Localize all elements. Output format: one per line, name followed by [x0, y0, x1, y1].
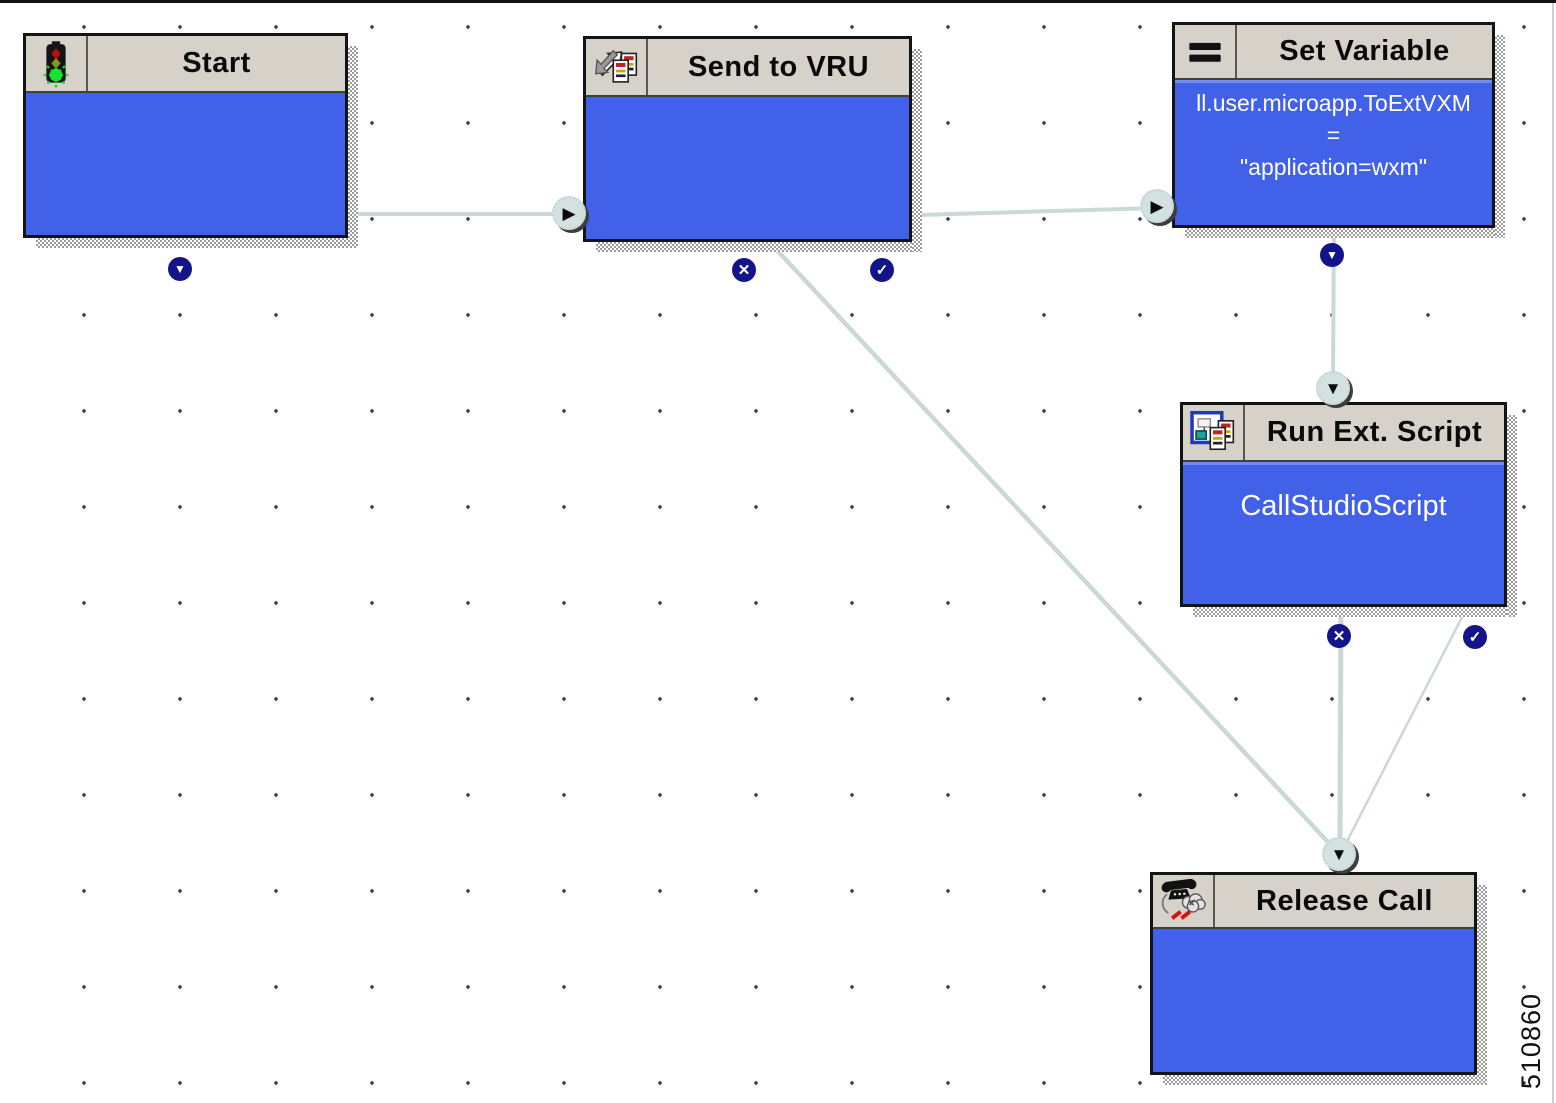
set-variable-output-port-down[interactable]: ▼ [1320, 243, 1344, 267]
node-set-variable[interactable]: Set Variable ll.user.microapp.ToExtVXM =… [1172, 22, 1505, 267]
node-release-call-title: Release Call [1256, 884, 1433, 917]
down-arrow-icon: ▼ [1330, 844, 1348, 864]
set-variable-value: "application=wxm" [1240, 154, 1427, 180]
node-run-ext-script-body: CallStudioScript ✕ ✓ [1183, 462, 1504, 649]
node-send-to-vru-title: Send to VRU [687, 50, 870, 83]
transfer-arrows-icon [586, 39, 648, 95]
send-to-vru-failure-port[interactable]: ✕ [732, 258, 756, 282]
right-arrow-icon: ▶ [562, 203, 576, 223]
run-ext-script-success-port[interactable]: ✓ [1463, 625, 1487, 649]
node-set-variable-title: Set Variable [1279, 35, 1450, 67]
set-variable-expression: ll.user.microapp.ToExtVXM [1196, 90, 1471, 116]
node-release-call[interactable]: Release Call [1150, 872, 1487, 1085]
send-to-vru-success-port[interactable]: ✓ [870, 258, 894, 282]
traffic-light-icon [26, 36, 88, 91]
run-ext-script-failure-port[interactable]: ✕ [1327, 624, 1351, 648]
figure-number-label: 510860 [1516, 993, 1546, 1090]
down-arrow-icon: ▼ [174, 262, 186, 276]
node-run-ext-script-header: Run Ext. Script [1183, 405, 1504, 462]
x-icon: ✕ [1332, 627, 1346, 645]
node-send-to-vru[interactable]: Send to VRU ✕ ✓ [583, 36, 922, 282]
node-start-title: Start [182, 47, 251, 79]
check-icon: ✓ [1468, 628, 1482, 646]
equals-icon [1175, 25, 1237, 78]
node-start[interactable]: Start ▼ [23, 33, 358, 281]
right-border-line [1552, 0, 1554, 1103]
phone-hangup-icon [1153, 875, 1215, 927]
down-arrow-icon: ▼ [1326, 248, 1338, 262]
node-set-variable-header: Set Variable [1175, 25, 1492, 80]
x-icon: ✕ [737, 261, 751, 279]
run-ext-script-input-connector[interactable]: ▼ [1316, 371, 1350, 405]
top-border-line [0, 0, 1556, 3]
node-set-variable-body: ll.user.microapp.ToExtVXM = "application… [1175, 80, 1492, 267]
run-ext-script-name: CallStudioScript [1240, 490, 1447, 522]
node-send-to-vru-header: Send to VRU [586, 39, 909, 97]
set-variable-input-connector[interactable]: ▶ [1140, 189, 1174, 223]
wire-runext-success-to-release [1339, 585, 1480, 854]
check-icon: ✓ [875, 261, 889, 279]
node-start-header: Start [26, 36, 345, 93]
flowchart-script-icon [1183, 405, 1245, 460]
node-run-ext-script[interactable]: Run Ext. Script CallStudioScript ✕ ✓ [1180, 402, 1517, 649]
node-run-ext-script-title: Run Ext. Script [1266, 416, 1483, 448]
right-arrow-icon: ▶ [1150, 196, 1164, 216]
down-arrow-icon: ▼ [1324, 378, 1342, 398]
node-release-call-header: Release Call [1153, 875, 1474, 929]
start-output-port-down[interactable]: ▼ [168, 257, 192, 281]
wire-sendvru-success-to-setvar [884, 206, 1158, 218]
send-to-vru-input-connector[interactable]: ▶ [552, 196, 586, 230]
wire-sendvru-failure-to-release [745, 216, 1342, 857]
release-call-input-connector[interactable]: ▼ [1322, 837, 1356, 871]
set-variable-equals: = [1326, 122, 1341, 148]
